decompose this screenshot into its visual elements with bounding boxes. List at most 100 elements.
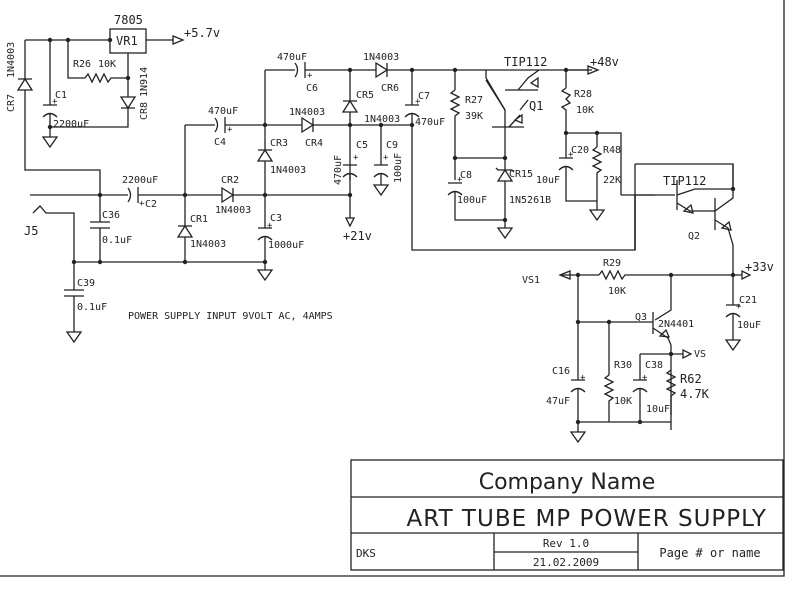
r27-ref: R27 (465, 95, 483, 106)
q2-ref: Q2 (688, 231, 700, 242)
r48-resistor (591, 146, 603, 178)
q1-part: TIP112 (504, 55, 547, 69)
r26-ref: R26 (73, 59, 91, 70)
cr2-part: 1N4003 (215, 205, 251, 216)
c20-ref: C20 (571, 145, 589, 156)
net-arrow-33v (733, 269, 752, 281)
cr6-diode (375, 61, 389, 79)
c3-ref: C3 (270, 213, 282, 224)
cr4-diode (301, 116, 315, 134)
c9-ref: C9 (386, 140, 398, 151)
cr3-part: 1N4003 (270, 165, 306, 176)
c20-value: 10uF (536, 175, 560, 186)
c38-plus: + (642, 373, 648, 383)
r28-resistor (560, 87, 572, 133)
cr2-ref: CR2 (221, 175, 239, 186)
c3-plus: + (267, 221, 273, 231)
net-arrow-vs (671, 348, 693, 360)
vr1-part: 7805 (114, 13, 143, 27)
cr5-part: 1N4003 (364, 114, 400, 125)
c5-plus: + (353, 153, 359, 163)
r29-resistor (598, 269, 733, 281)
cr1-diode (176, 224, 194, 238)
q1-ref: Q1 (529, 99, 543, 113)
c39-ref: C39 (77, 278, 95, 289)
cr5-diode (341, 99, 359, 113)
cr15-ref: CR15 (509, 169, 533, 180)
c9-plus: + (383, 153, 389, 163)
r62-resistor (665, 369, 677, 415)
c6-plus: + (307, 71, 313, 81)
net-arrow-5v7 (172, 35, 185, 45)
q1-section: TIP112 Q1 +48v R27 39K C8 + 100uF CR15 1… (447, 55, 622, 239)
page-name: Page # or name (659, 546, 760, 560)
c6-value: 470uF (277, 52, 307, 63)
c21-value: 10uF (737, 320, 761, 331)
c39-capacitor (64, 289, 84, 297)
r48-value: 22K (603, 175, 621, 186)
c5-value: 470uF (333, 155, 344, 185)
c6-capacitor (294, 62, 306, 78)
cr7-diode (16, 77, 34, 91)
c20-plus: + (568, 150, 574, 160)
r29-ref: R29 (603, 258, 621, 269)
c36-ref: C36 (102, 210, 120, 221)
j5-connector (32, 205, 75, 262)
r62-value: 4.7K (680, 387, 710, 401)
cr8-part: 1N914 (139, 67, 150, 97)
c8-plus: + (457, 175, 463, 185)
cr4-part: 1N4003 (289, 107, 325, 118)
c9-value: 100uF (393, 153, 404, 183)
net-arrow-21v (344, 217, 356, 228)
revision: Rev 1.0 (543, 537, 589, 550)
cr15-part: 1N5261B (509, 195, 551, 206)
c36-capacitor (90, 221, 110, 229)
c2-capacitor (127, 187, 139, 203)
c7-ref: C7 (418, 91, 430, 102)
cr2-diode (221, 186, 235, 204)
c7-value: 470uF (415, 117, 445, 128)
r27-resistor (449, 89, 461, 158)
c3-value: 1000uF (268, 240, 304, 251)
r30-resistor (603, 374, 615, 422)
q2-section: TIP112 Q2 +33v C21 + 10uF R29 10K VS1 Q3… (522, 163, 774, 443)
q3-ref: Q3 (635, 312, 647, 323)
c4-value: 470uF (208, 106, 238, 117)
r62-ref: R62 (680, 372, 702, 386)
c21-ref: C21 (739, 295, 757, 306)
cr5-ref: CR5 (356, 90, 374, 101)
net-label-vs: VS (694, 349, 706, 360)
cr6-part: 1N4003 (363, 52, 399, 63)
input-note: POWER SUPPLY INPUT 9VOLT AC, 4AMPS (128, 311, 333, 322)
vr1-ref: VR1 (116, 34, 138, 48)
c1-value: 2200uF (53, 119, 89, 130)
title-block: Company Name ART TUBE MP POWER SUPPLY DK… (350, 459, 784, 571)
r29-value: 10K (608, 286, 626, 297)
multiplier-section: J5 C36 0.1uF C39 0.1uF 2200uF + C2 CR1 1… (24, 52, 655, 343)
net-label-21v: +21v (343, 229, 372, 243)
q2-part: TIP112 (663, 174, 706, 188)
r27-value: 39K (465, 111, 483, 122)
c21-plus: + (736, 302, 742, 312)
cr1-part: 1N4003 (190, 239, 226, 250)
c1-ref: C1 (55, 90, 67, 101)
j5-ref: J5 (24, 224, 38, 238)
cr6-ref: CR6 (381, 83, 399, 94)
c2-plus: + (139, 199, 145, 209)
c8-ref: C8 (460, 170, 472, 181)
net-label-5v7: +5.7v (184, 26, 220, 40)
cr8-ref: CR8 (139, 102, 150, 120)
c1-plus: + (52, 97, 58, 107)
c39-value: 0.1uF (77, 302, 107, 313)
c7-plus: + (415, 97, 421, 107)
drawing-title: ART TUBE MP POWER SUPPLY (407, 506, 767, 532)
cr1-ref: CR1 (190, 214, 208, 225)
net-label-33v: +33v (745, 260, 774, 274)
net-arrow-48v (566, 65, 600, 75)
c16-plus: + (580, 373, 586, 383)
c4-ref: C4 (214, 137, 226, 148)
c36-value: 0.1uF (102, 235, 132, 246)
r28-value: 10K (576, 105, 594, 116)
date: 21.02.2009 (533, 556, 599, 569)
